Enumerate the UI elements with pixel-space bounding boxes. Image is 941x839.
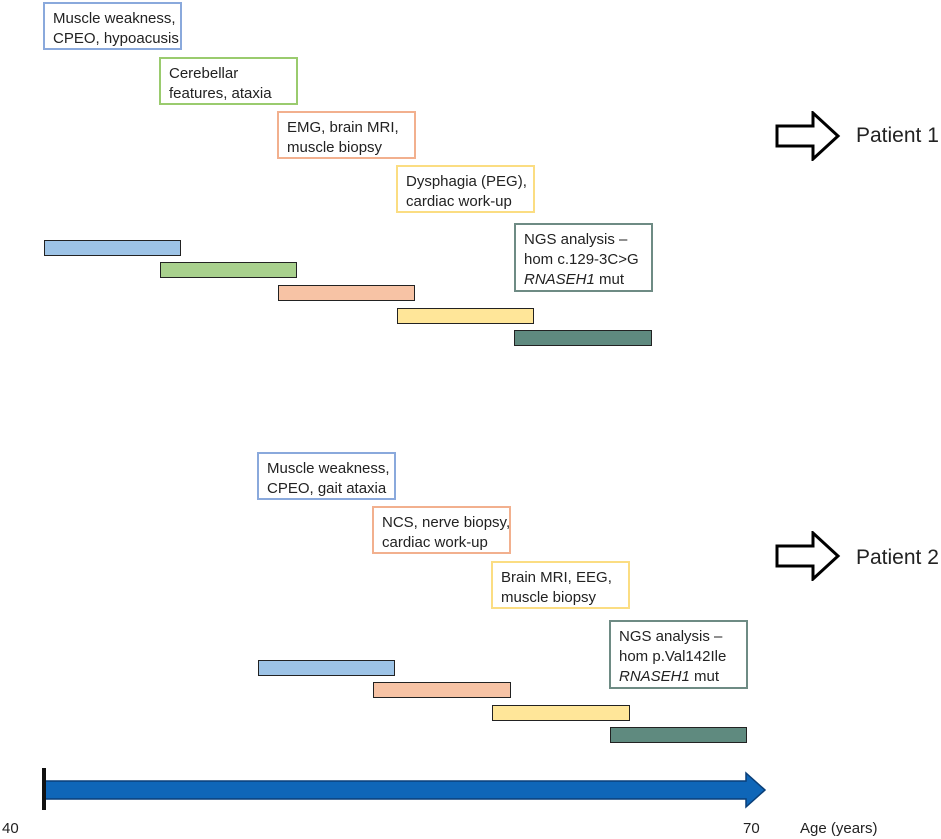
axis-unit-label: Age (years) xyxy=(800,820,878,837)
p1-box4-line2: cardiac work-up xyxy=(406,193,512,210)
p1-bar-dysphagia xyxy=(397,308,534,324)
p2-gene-suffix: mut xyxy=(689,668,720,685)
p2-box4-line1: NGS analysis – xyxy=(619,628,723,645)
p2-box-ncs: NCS, nerve biopsy, cardiac work-up xyxy=(372,506,511,554)
p1-bar-ngs xyxy=(514,330,652,346)
p2-box2-line1: NCS, nerve biopsy, xyxy=(382,514,511,531)
p1-box3-line1: EMG, brain MRI, xyxy=(287,119,399,136)
p2-label: Patient 2 xyxy=(856,546,939,569)
p1-bar-muscle-weakness xyxy=(44,240,181,256)
p1-box4-line1: Dysphagia (PEG), xyxy=(406,173,527,190)
age-axis-arrow xyxy=(42,768,767,810)
p1-bar-emg-mri xyxy=(278,285,415,301)
p2-bar-ngs xyxy=(610,727,747,743)
p1-box-muscle-weakness: Muscle weakness, CPEO, hypoacusis xyxy=(43,2,182,50)
p1-box5-line1: NGS analysis – xyxy=(524,231,628,248)
p2-bar-muscle-weakness xyxy=(258,660,395,676)
p1-arrow-icon xyxy=(775,111,841,161)
p1-box1-line2: CPEO, hypoacusis xyxy=(53,30,179,47)
p1-box1-line1: Muscle weakness, xyxy=(53,10,176,27)
p1-box3-line2: muscle biopsy xyxy=(287,139,383,156)
p1-box5-line3: RNASEH1 mut xyxy=(524,270,643,290)
p2-box4-line3: RNASEH1 mut xyxy=(619,667,738,687)
p1-box2-line2: features, ataxia xyxy=(169,85,272,102)
p1-box-cerebellar: Cerebellar features, ataxia xyxy=(159,57,298,105)
p1-box2-line1: Cerebellar xyxy=(169,65,239,82)
p1-gene-suffix: mut xyxy=(594,271,625,288)
p2-arrow-icon xyxy=(775,531,841,581)
axis-start-label: 40 xyxy=(2,820,19,837)
p1-box-ngs: NGS analysis – hom c.129-3C>G RNASEH1 mu… xyxy=(514,223,653,292)
axis-end-label: 70 xyxy=(743,820,760,837)
p2-box-muscle-weakness: Muscle weakness, CPEO, gait ataxia xyxy=(257,452,396,500)
p1-box5-line2: hom c.129-3C>G xyxy=(524,251,639,268)
p1-box-dysphagia: Dysphagia (PEG), cardiac work-up xyxy=(396,165,535,213)
p2-box1-line1: Muscle weakness, xyxy=(267,460,390,477)
p2-box1-line2: CPEO, gait ataxia xyxy=(267,480,387,497)
p1-box-emg-mri: EMG, brain MRI, muscle biopsy xyxy=(277,111,416,159)
p2-gene-name: RNASEH1 xyxy=(619,668,690,685)
p2-box4-line2: hom p.Val142Ile xyxy=(619,648,727,665)
p1-bar-cerebellar xyxy=(160,262,297,278)
p1-label: Patient 1 xyxy=(856,124,939,147)
p2-box-brain-mri: Brain MRI, EEG, muscle biopsy xyxy=(491,561,630,609)
p2-bar-ncs xyxy=(373,682,511,698)
p1-gene-name: RNASEH1 xyxy=(524,271,595,288)
p2-bar-brain-mri xyxy=(492,705,630,721)
p2-box2-line2: cardiac work-up xyxy=(382,534,488,551)
p2-box-ngs: NGS analysis – hom p.Val142Ile RNASEH1 m… xyxy=(609,620,748,689)
p2-box3-line1: Brain MRI, EEG, xyxy=(501,569,612,586)
p2-box3-line2: muscle biopsy xyxy=(501,589,597,606)
